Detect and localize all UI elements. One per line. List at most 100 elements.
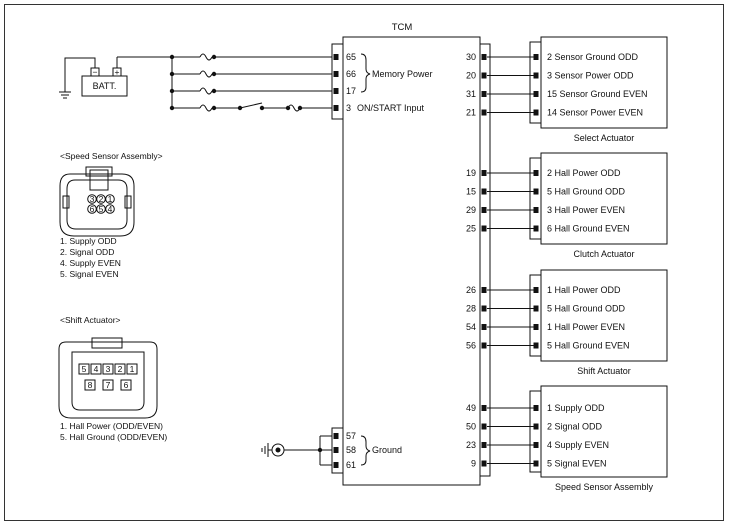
tcm-pin-number: 15 (466, 187, 476, 197)
fuse-icon (199, 70, 213, 78)
tcm-pin-terminal (481, 170, 487, 176)
connector-pin-label: 1 Supply ODD (547, 403, 605, 413)
fuse-end-dot (211, 88, 217, 94)
shift-actuator-legend-item: 1. Hall Power (ODD/EVEN) (60, 421, 163, 431)
memory-power-label: Memory Power (372, 69, 433, 79)
tcm-pin-terminal (333, 88, 339, 94)
tcm-pin-number: 56 (466, 341, 476, 351)
connector-name: Speed Sensor Assembly (555, 482, 654, 492)
tcm-left-connector-top (331, 43, 344, 120)
connector-pin-number: 3 (106, 364, 111, 374)
ground-point-center (275, 447, 281, 453)
connector-pin-number: 3 (90, 194, 95, 204)
fuse-icon (199, 53, 213, 61)
connector-strip (529, 157, 542, 240)
connector-pin-terminal (533, 324, 539, 330)
tcm-pin-terminal (481, 324, 487, 330)
tcm-pin-number: 23 (466, 440, 476, 450)
connector-name: Shift Actuator (577, 366, 631, 376)
connector-pin-number: 1 (108, 194, 113, 204)
tcm-pin-number: 30 (466, 52, 476, 62)
shift-actuator-view-title: <Shift Actuator> (60, 315, 121, 325)
connector-pin (78, 363, 90, 375)
tcm-pin-terminal (481, 460, 487, 467)
speed-sensor-legend-item: 1. Supply ODD (60, 236, 117, 246)
speed-sensor-view-title: <Speed Sensor Assembly> (60, 151, 163, 161)
tcm-pin-number: 58 (346, 445, 356, 455)
tcm-pin-number: 26 (466, 285, 476, 295)
connector-pin-number: 1 (130, 364, 135, 374)
tcm-pin-number: 29 (466, 205, 476, 215)
tcm-pin-terminal (333, 433, 339, 439)
tcm-pin-terminal (481, 207, 487, 213)
tcm-pin-terminal (481, 91, 487, 97)
tcm-pin-terminal (481, 188, 487, 195)
connector-pin-number: 4 (108, 204, 113, 214)
connector-pin (126, 363, 138, 375)
fuse-end-dot (285, 105, 291, 111)
connector-name: Clutch Actuator (573, 249, 634, 259)
battery-plus-icon: + (115, 67, 120, 77)
connector-pin-terminal (533, 188, 539, 195)
tcm-pin-number: 50 (466, 422, 476, 432)
tcm-pin-number: 25 (466, 224, 476, 234)
tcm-pin-terminal (481, 405, 487, 411)
connector-pin-label: 6 Hall Ground EVEN (547, 224, 630, 234)
fuse-icon (287, 104, 301, 112)
fuse-icon (199, 87, 213, 95)
tcm-pin-number: 9 (471, 459, 476, 469)
tcm-pin-number: 57 (346, 431, 356, 441)
tcm-pin-terminal (333, 71, 339, 77)
tcm-pin-number: 61 (346, 460, 356, 470)
connector-pin (90, 363, 102, 375)
fuse-icon (199, 104, 213, 112)
tcm-pin-terminal (481, 54, 487, 60)
connector-pin-label: 3 Hall Power EVEN (547, 205, 625, 215)
connector-pin (105, 194, 115, 204)
connector-pin-terminal (533, 305, 539, 312)
speed-sensor-legend-item: 2. Signal ODD (60, 247, 114, 257)
connector-pin-terminal (533, 225, 539, 232)
connector-pin (120, 379, 132, 391)
connector-pin-number: 2 (118, 364, 123, 374)
connector-pin-label: 2 Hall Power ODD (547, 168, 621, 178)
memory-power-brace (360, 53, 371, 93)
tcm-pin-number: 19 (466, 168, 476, 178)
speed-sensor-legend-item: 4. Supply EVEN (60, 258, 121, 268)
connector-pin-terminal (533, 460, 539, 467)
connector-pin-label: 14 Sensor Power EVEN (547, 108, 643, 118)
tcm-pin-number: 31 (466, 89, 476, 99)
connector-pin-label: 2 Sensor Ground ODD (547, 52, 639, 62)
connector-pin-number: 7 (106, 380, 111, 390)
connector-pin-terminal (533, 207, 539, 213)
tcm-pin-terminal (481, 72, 487, 79)
tcm-title: TCM (392, 22, 413, 33)
connector-pin-terminal (533, 72, 539, 79)
shift-actuator-legend-item: 5. Hall Ground (ODD/EVEN) (60, 432, 167, 442)
tcm-pin-number: 3 (346, 103, 351, 113)
connector-pin-terminal (533, 287, 539, 293)
tcm-pin-number: 65 (346, 52, 356, 62)
battery (81, 75, 128, 97)
connector-pin-label: 1 Hall Power EVEN (547, 322, 625, 332)
connector-name: Select Actuator (574, 133, 635, 143)
connector-pin-terminal (533, 342, 539, 349)
tcm-pin-terminal (481, 342, 487, 349)
connector-pin-terminal (533, 405, 539, 411)
tcm-pin-terminal (481, 423, 487, 430)
connector-pin-label: 15 Sensor Ground EVEN (547, 89, 648, 99)
fuse-end-dot (211, 105, 217, 111)
connector-strip (529, 274, 542, 357)
connector-pin (105, 204, 115, 214)
connector-pin-terminal (533, 423, 539, 430)
tcm-pin-terminal (481, 109, 487, 116)
connector-pin-label: 1 Hall Power ODD (547, 285, 621, 295)
tcm-pin-terminal (333, 105, 339, 111)
connector-pin-number: 5 (99, 204, 104, 214)
connector-pin-number: 2 (99, 194, 104, 204)
tcm-pin-terminal (333, 462, 339, 468)
connector-pin (102, 379, 114, 391)
connector-pin-label: 5 Hall Ground ODD (547, 304, 626, 314)
ignition-switch-icon (239, 102, 263, 109)
